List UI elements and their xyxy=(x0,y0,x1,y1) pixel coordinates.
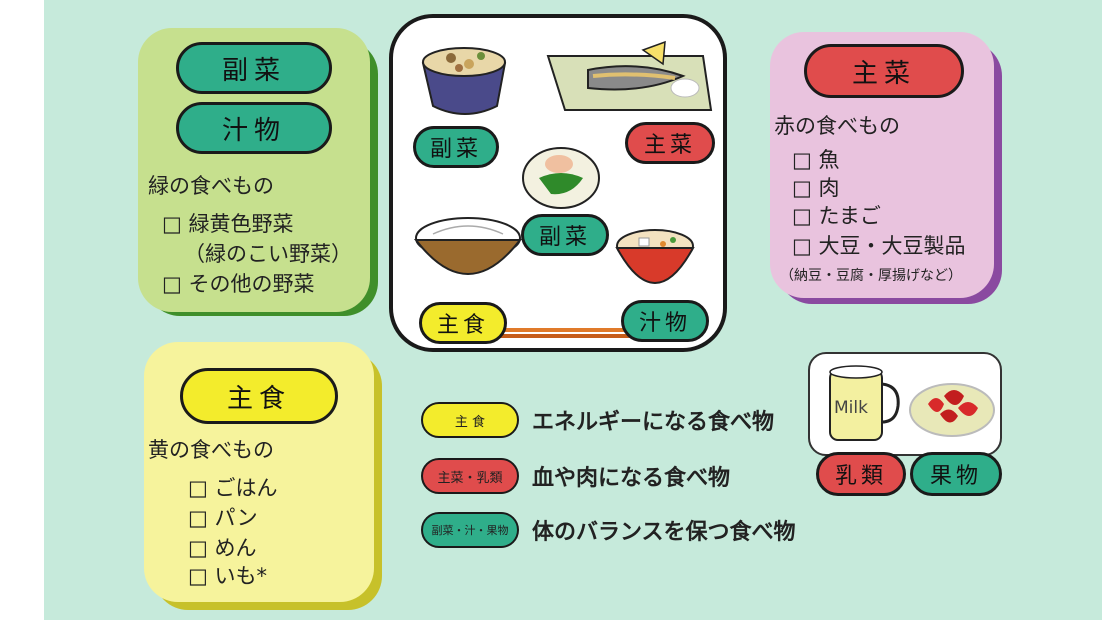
red-item-1: □ 魚 xyxy=(792,148,840,172)
meal-illustration xyxy=(413,40,713,338)
dairy-label: 乳類 xyxy=(816,452,906,496)
side-dish-pill: 副菜 xyxy=(176,42,332,94)
red-item-note: （納豆・豆腐・厚揚げなど） xyxy=(780,268,962,284)
tray-side-dish-top-label: 副菜 xyxy=(413,126,499,168)
soup-pill: 汁物 xyxy=(176,102,332,154)
legend-text-main-dairy: 血や肉になる食べ物 xyxy=(532,466,731,491)
spinach-bowl-icon xyxy=(522,147,600,209)
side-dish-bowl-icon xyxy=(421,47,507,115)
legend-badge-main-dairy: 主菜・乳類 xyxy=(421,458,519,494)
green-item-1: □ 緑黄色野菜 xyxy=(162,212,294,236)
yellow-foods-heading: 黄の食べもの xyxy=(148,438,274,462)
milk-label: Milk xyxy=(834,398,868,418)
red-item-4: □ 大豆・大豆製品 xyxy=(792,234,966,258)
green-item-3: □ その他の野菜 xyxy=(162,272,315,296)
green-foods-heading: 緑の食べもの xyxy=(148,174,274,198)
strawberry-plate-icon xyxy=(909,383,995,437)
rice-bowl-icon xyxy=(413,217,523,275)
tray-soup-label: 汁物 xyxy=(621,300,709,342)
staple-pill: 主食 xyxy=(180,368,338,424)
green-item-2: （緑のこい野菜） xyxy=(184,242,352,266)
milk-mug-icon xyxy=(829,365,900,441)
miso-soup-bowl-icon xyxy=(615,229,695,284)
red-item-3: □ たまご xyxy=(792,204,881,228)
canvas: 副菜 汁物 緑の食べもの □ 緑黄色野菜 （緑のこい野菜） □ その他の野菜 xyxy=(44,0,1102,620)
tray-staple-label: 主食 xyxy=(419,302,507,344)
dairy-fruit-box: Milk xyxy=(808,352,1002,456)
main-dish-pill: 主菜 xyxy=(804,44,964,98)
yellow-item-3: □ めん xyxy=(188,536,257,560)
yellow-item-1: □ ごはん xyxy=(188,476,278,500)
legend-text-side-soup-fruit: 体のバランスを保つ食べ物 xyxy=(532,520,796,545)
grilled-fish-plate-icon xyxy=(546,40,713,111)
fruit-label: 果物 xyxy=(910,452,1002,496)
legend-text-staple: エネルギーになる食べ物 xyxy=(532,410,775,435)
legend-badge-side-soup-fruit: 副菜・汁・果物 xyxy=(421,512,519,548)
dairy-fruit-illustration xyxy=(829,365,995,441)
red-item-2: □ 肉 xyxy=(792,176,840,200)
tray-side-dish-center-label: 副菜 xyxy=(521,214,609,256)
yellow-item-2: □ パン xyxy=(188,506,258,530)
legend-badge-staple: 主 食 xyxy=(421,402,519,438)
red-foods-heading: 赤の食べもの xyxy=(774,114,900,138)
tray-main-dish-label: 主菜 xyxy=(625,122,715,164)
yellow-item-4: □ いも* xyxy=(188,564,268,588)
meal-tray: 副菜 主菜 副菜 主食 汁物 xyxy=(389,14,727,352)
